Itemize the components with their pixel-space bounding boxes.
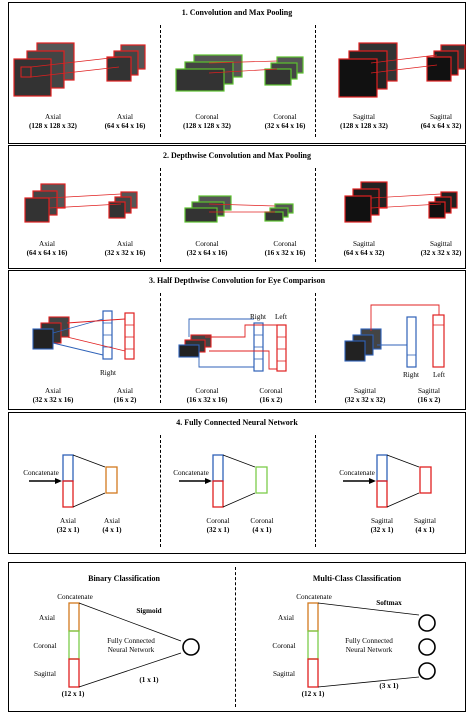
axial-input-stack: [13, 42, 75, 97]
label-sagittal-out: Sagittal(16 x 2): [417, 387, 441, 404]
classification-panel: Binary Classification Multi-Class Classi…: [8, 562, 466, 712]
label-concatenate: Concatenate: [173, 469, 209, 477]
section-3-panel: 3. Half Depthwise Convolution for Eye Co…: [8, 270, 466, 410]
multi-activation: Softmax: [376, 599, 402, 607]
divider: [160, 435, 161, 547]
section-2-panel: 2. Depthwise Convolution and Max Pooling…: [8, 145, 466, 269]
section-1-panel: 1. Convolution and Max Pooling: [8, 2, 466, 144]
binary-out-dims: (1 x 1): [139, 676, 159, 684]
divider: [315, 25, 316, 137]
divider: [160, 293, 161, 403]
label-left: Left: [433, 371, 445, 379]
divider: [315, 168, 316, 262]
label-coronal-out: Coronal(4 x 1): [250, 517, 274, 534]
label-coronal-in: Coronal(16 x 32 x 16): [186, 387, 228, 404]
multi-in-dims: (12 x 1): [301, 690, 325, 698]
label-axial-out: Axial(4 x 1): [102, 517, 122, 534]
label-right: Right: [250, 313, 266, 321]
divider: [315, 435, 316, 547]
multi-coronal: Coronal: [272, 642, 296, 650]
divider: [160, 168, 161, 262]
binary-in-dims: (12 x 1): [61, 690, 85, 698]
label-concatenate: Concatenate: [339, 469, 375, 477]
section-3-graphics: [32, 304, 445, 372]
section-2-graphics: [24, 181, 458, 223]
label-sagittal-in: Sagittal(128 x 128 x 32): [340, 113, 388, 130]
label-axial-out: Axial(32 x 32 x 16): [104, 240, 146, 257]
section-1-graphics: [13, 42, 466, 98]
label-right: Right: [403, 371, 419, 379]
section-4-title: 4. Fully Connected Neural Network: [176, 418, 298, 427]
binary-sagittal: Sagittal: [34, 670, 56, 678]
label-axial-in: Axial(32 x 1): [56, 517, 80, 534]
multi-sagittal: Sagittal: [273, 670, 295, 678]
binary-activation: Sigmoid: [136, 607, 162, 615]
binary-axial: Axial: [39, 614, 55, 622]
divider: [160, 25, 161, 137]
label-sagittal-in: Sagittal(32 x 1): [370, 517, 394, 534]
binary-concat: Concatenate: [57, 593, 93, 601]
binary-title: Binary Classification: [88, 574, 160, 583]
label-coronal-out: Coronal(16 x 32 x 16): [264, 240, 306, 257]
binary-coronal: Coronal: [33, 642, 57, 650]
label-coronal-out: Coronal(16 x 2): [259, 387, 283, 404]
label-coronal-out: Coronal(32 x 64 x 16): [264, 113, 306, 130]
binary-fc: Fully Connected Neural Network: [107, 637, 155, 654]
section-2-title: 2. Depthwise Convolution and Max Pooling: [162, 151, 312, 160]
section-4-panel: 4. Fully Connected Neural Network Concat…: [8, 412, 466, 554]
multi-out-dims: (3 x 1): [379, 682, 399, 690]
multi-title: Multi-Class Classification: [312, 574, 402, 583]
label-axial-out: Axial(64 x 64 x 16): [104, 113, 146, 130]
label-concatenate: Concatenate: [23, 469, 59, 477]
label-sagittal-in: Sagittal(64 x 64 x 32): [343, 240, 385, 257]
divider: [235, 567, 236, 707]
multi-axial: Axial: [278, 614, 294, 622]
label-axial-in: Axial(32 x 32 x 16): [32, 387, 74, 404]
multi-fc: Fully Connected Neural Network: [345, 637, 393, 654]
label-coronal-in: Coronal(32 x 64 x 16): [186, 240, 228, 257]
divider: [315, 293, 316, 403]
section-4-graphics: [29, 454, 432, 508]
label-sagittal-out: Sagittal(32 x 32 x 32): [420, 240, 462, 257]
label-axial-in: Axial(128 x 128 x 32): [29, 113, 77, 130]
label-sagittal-in: Sagittal(32 x 32 x 32): [344, 387, 386, 404]
sagittal-output-stack: [426, 44, 466, 82]
label-coronal-in: Coronal(128 x 128 x 32): [183, 113, 231, 130]
label-right: Right: [100, 369, 116, 377]
label-left: Left: [275, 313, 287, 321]
label-axial-out: Axial(16 x 2): [113, 387, 137, 404]
axial-output-stack: [106, 44, 146, 82]
coronal-output-stack: [264, 56, 304, 86]
section-3-title: 3. Half Depthwise Convolution for Eye Co…: [148, 276, 326, 285]
classification-graphics: [68, 602, 436, 688]
section-1-title: 1. Convolution and Max Pooling: [181, 8, 293, 17]
label-sagittal-out: Sagittal(64 x 64 x 32): [420, 113, 462, 130]
label-sagittal-out: Sagittal(4 x 1): [414, 517, 436, 534]
label-axial-in: Axial(64 x 64 x 16): [26, 240, 68, 257]
label-coronal-in: Coronal(32 x 1): [206, 517, 230, 534]
sagittal-input-stack: [338, 42, 398, 98]
multi-concat: Concatenate: [296, 593, 332, 601]
